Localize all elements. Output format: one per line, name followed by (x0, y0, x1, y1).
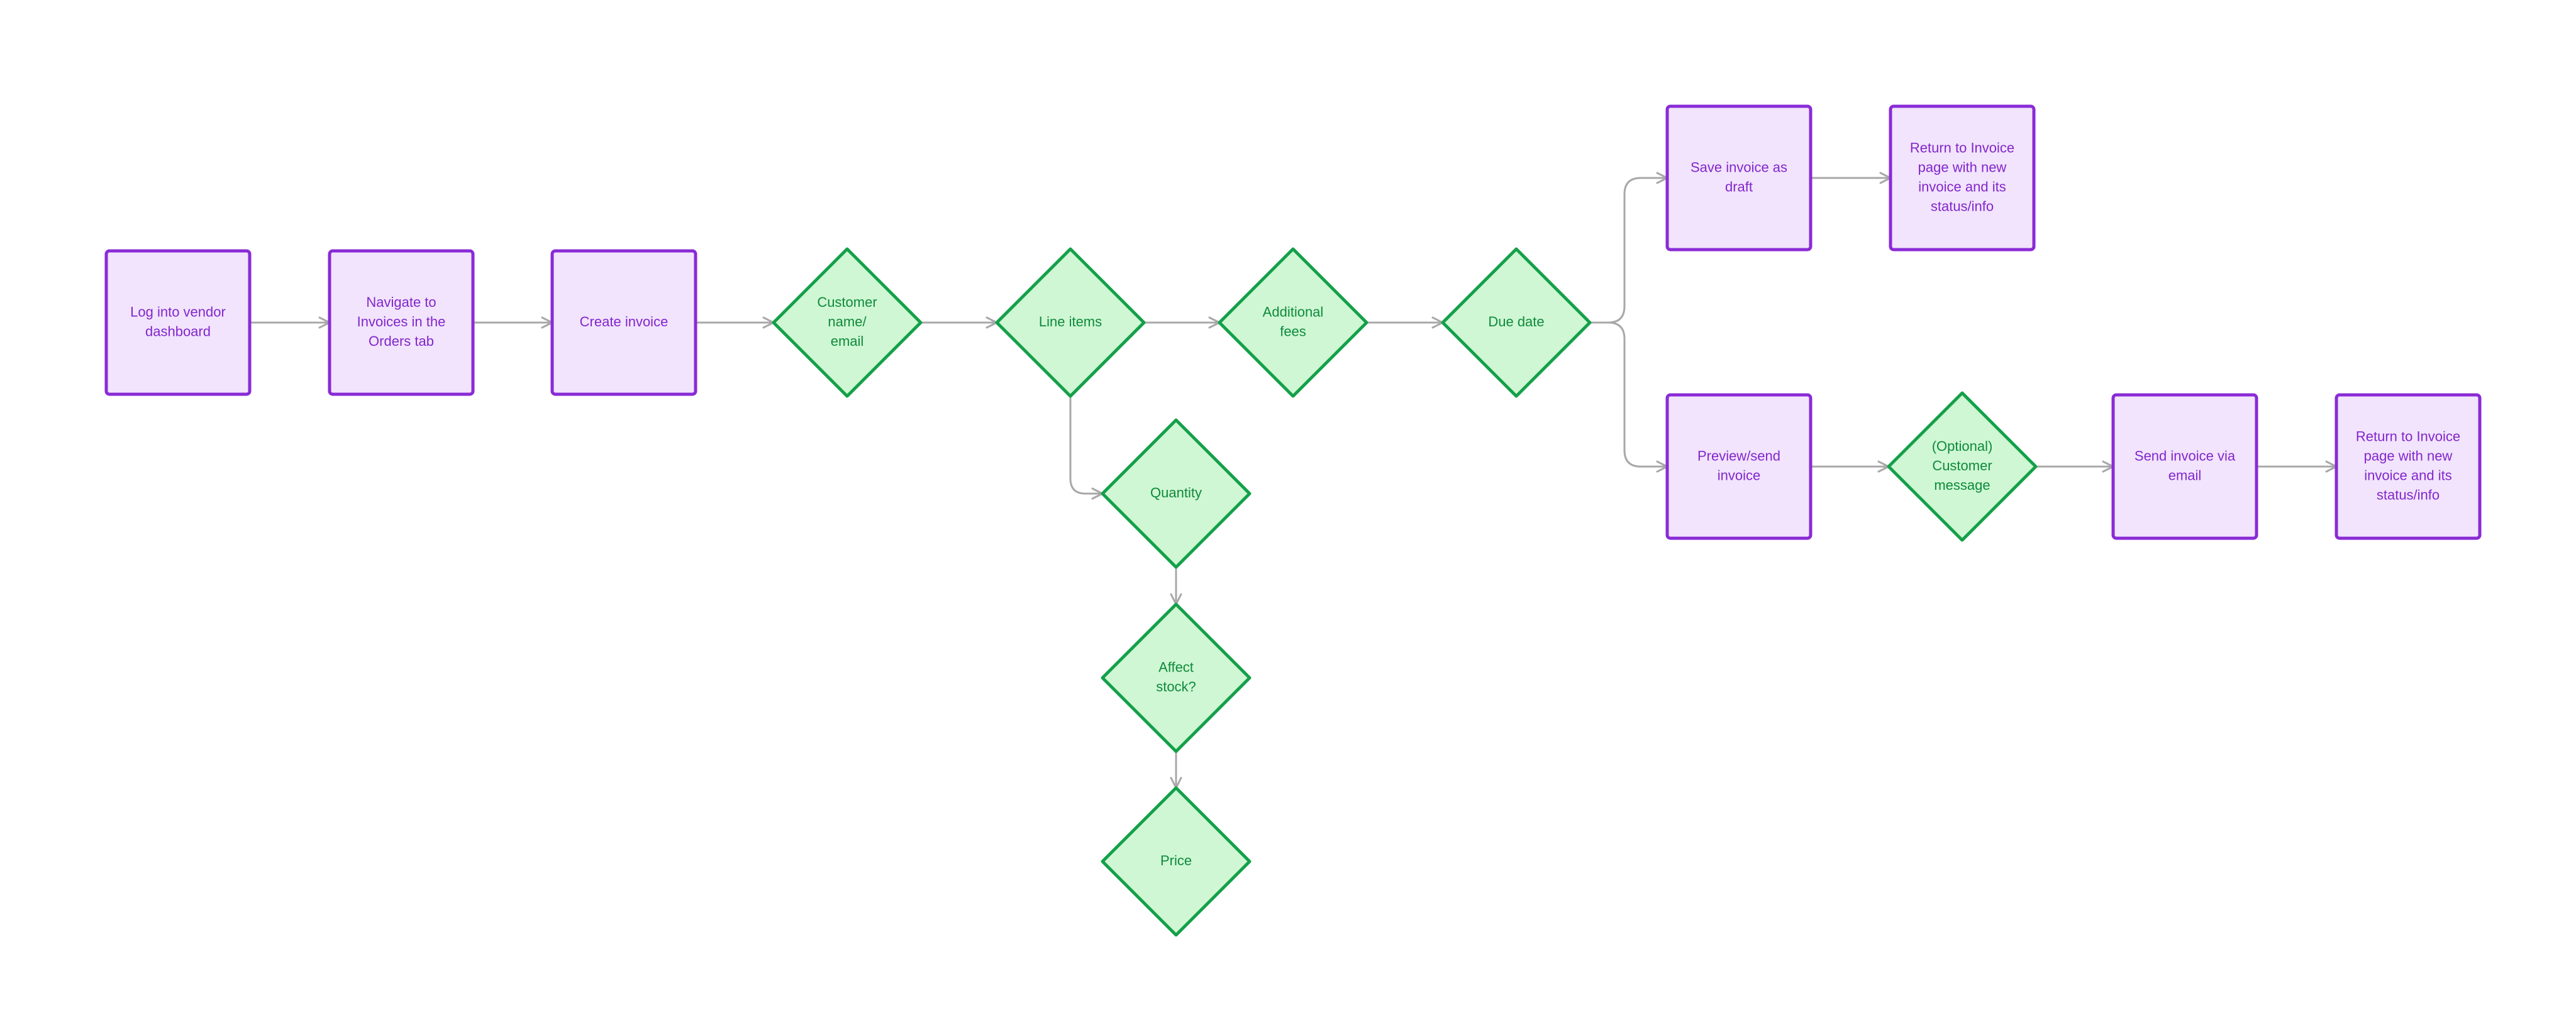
decision-node-customer[interactable]: Customer name/email (772, 247, 923, 398)
node-label-line: invoice and its (2364, 467, 2451, 483)
node-label-line: Customer (817, 294, 877, 310)
process-box (104, 249, 252, 396)
node-label-line: Customer (1932, 458, 1992, 473)
node-label-line: page with new (2364, 448, 2453, 463)
node-label-line: Save invoice as (1690, 159, 1787, 175)
process-node-save_draft[interactable]: Save invoice as draft (1665, 104, 1813, 252)
process-box (2111, 393, 2258, 540)
process-node-return_bottom[interactable]: Return to Invoice page with new invoice an… (2334, 393, 2482, 540)
connector-line_items-to-quantity (1069, 396, 1104, 500)
decision-node-price[interactable]: Price (1101, 786, 1252, 937)
decision-node-customer_message[interactable]: (Optional) Customer message (1887, 391, 2038, 542)
node-label-line: message (1934, 477, 1990, 493)
process-box (1665, 104, 1813, 252)
decision-diamond (1218, 247, 1368, 398)
process-box (550, 249, 697, 396)
process-box (2334, 393, 2482, 540)
process-box (1665, 393, 1813, 540)
node-label-line: Line items (1039, 314, 1102, 329)
node-label-line: Send invoice via (2135, 448, 2236, 463)
node-label-line: (Optional) (1932, 438, 1993, 454)
decision-diamond (1101, 786, 1252, 937)
process-node-preview[interactable]: Preview/send invoice (1665, 393, 1813, 540)
decision-diamond (995, 247, 1146, 398)
process-node-create[interactable]: Create invoice (550, 249, 697, 396)
decision-diamond (1101, 602, 1252, 753)
node-label-line: Additional (1263, 304, 1324, 319)
decision-diamond (1887, 391, 2038, 542)
node-label-line: Navigate to (366, 294, 436, 310)
node-label-line: page with new (1918, 159, 2007, 175)
node-label-line: Quantity (1150, 485, 1202, 501)
process-node-send_email[interactable]: Send invoice via email (2111, 393, 2258, 540)
node-label-line: name/ (828, 314, 867, 329)
decision-diamond (1441, 247, 1592, 398)
node-label-line: dashboard (145, 323, 211, 339)
node-label-line: Price (1160, 853, 1192, 868)
node-label-line: status/info (1931, 198, 1994, 214)
decision-node-additional_fees[interactable]: Additional fees (1218, 247, 1368, 398)
node-label-line: Orders tab (369, 333, 434, 349)
connector-due_date-to-preview (1590, 321, 1668, 473)
connector-due_date-to-save_draft (1590, 172, 1668, 324)
node-label-line: stock? (1156, 678, 1196, 694)
node-label-line: invoice (1718, 467, 1760, 483)
process-node-return_top[interactable]: Return to Invoice page with new invoice an… (1889, 104, 2036, 252)
decision-node-affect_stock[interactable]: Affect stock? (1101, 602, 1252, 753)
node-label-line: Affect (1158, 659, 1194, 675)
node-label-line: Preview/send (1697, 448, 1780, 463)
decision-node-quantity[interactable]: Quantity (1101, 418, 1252, 569)
node-label-line: draft (1725, 179, 1753, 194)
decision-diamond (1101, 418, 1252, 569)
node-label-line: Invoices in the (357, 314, 446, 329)
nodes: Log into vendor dashboard Navigate to Invoi… (104, 104, 2482, 937)
node-label-line: Return to Invoice (1910, 140, 2014, 155)
process-node-login[interactable]: Log into vendor dashboard (104, 249, 252, 396)
node-label-line: Create invoice (580, 314, 669, 329)
node-label-line: Due date (1488, 314, 1544, 329)
process-box (328, 249, 475, 396)
node-label-line: status/info (2377, 487, 2440, 502)
decision-node-line_items[interactable]: Line items (995, 247, 1146, 398)
process-box (1889, 104, 2036, 252)
node-label-line: Log into vendor (130, 304, 226, 319)
node-label-line: email (831, 333, 864, 349)
node-label-line: Return to Invoice (2356, 428, 2460, 444)
node-label-line: email (2168, 467, 2202, 483)
decision-diamond (772, 247, 923, 398)
decision-node-due_date[interactable]: Due date (1441, 247, 1592, 398)
connectors (250, 172, 2338, 789)
node-label-line: invoice and its (1918, 179, 2006, 194)
node-label-line: fees (1280, 323, 1306, 339)
